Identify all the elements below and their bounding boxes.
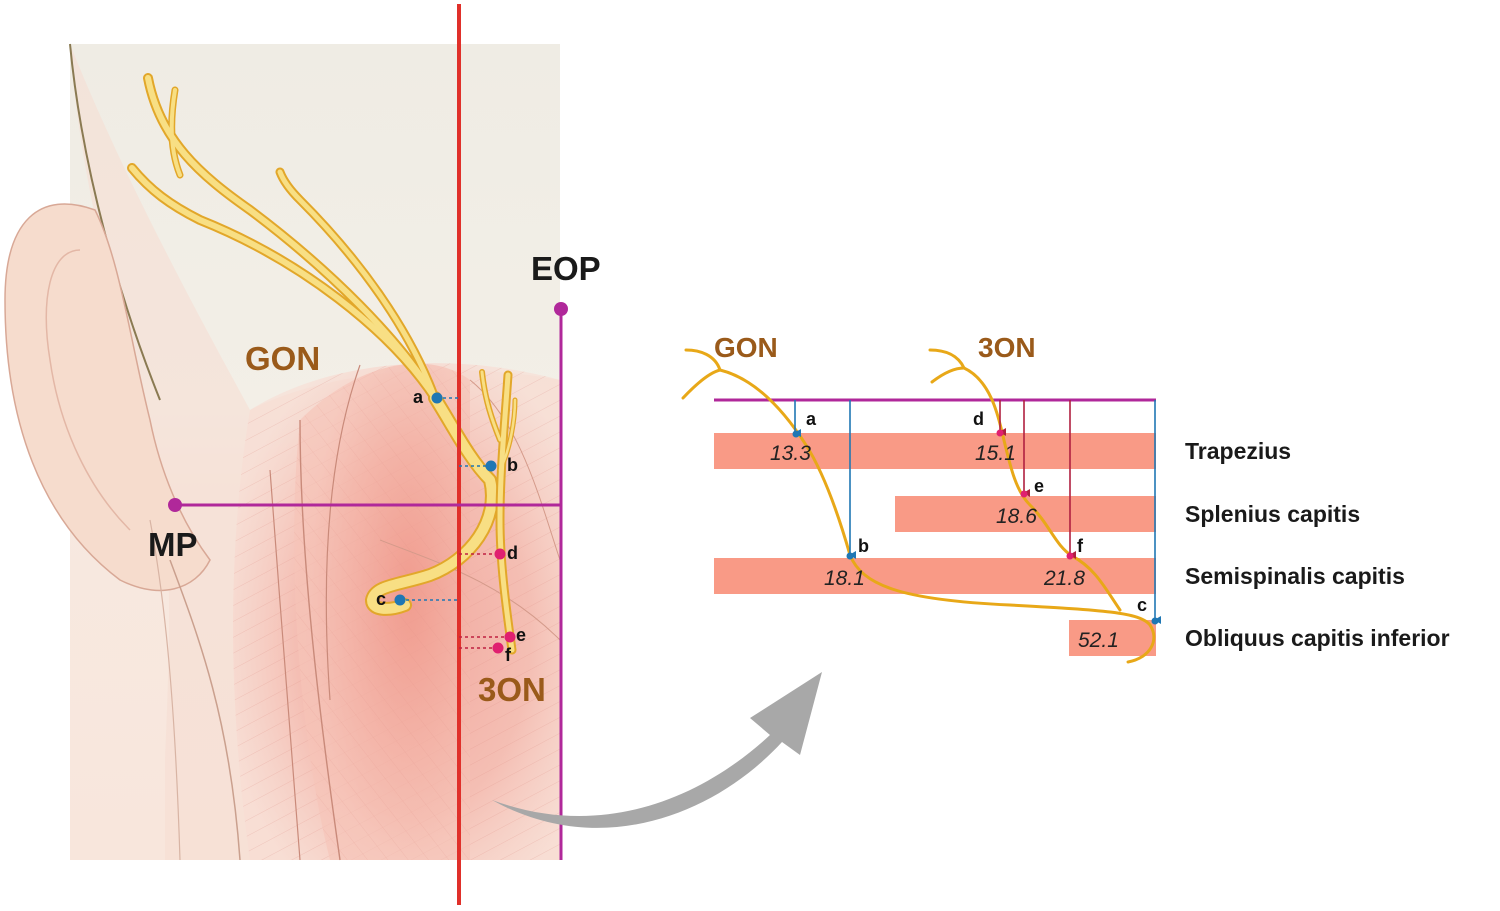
depth-value-e: 18.6 xyxy=(996,505,1037,528)
point-e-label: e xyxy=(516,625,526,645)
right-point-f xyxy=(1066,552,1074,560)
3on-course-right xyxy=(928,348,1122,612)
mp-label: MP xyxy=(148,526,198,563)
muscle-border-5 xyxy=(379,539,561,641)
3on-nerve xyxy=(479,369,518,655)
muscle-name-trapezius: Trapezius xyxy=(1185,438,1291,464)
point-c-marker xyxy=(394,594,406,606)
muscle-name-semispinalis-capitis: Semispinalis capitis xyxy=(1185,563,1405,589)
band-semispinalis-capitis xyxy=(714,558,1156,594)
muscle-border-3 xyxy=(325,364,361,701)
right-label-e: e xyxy=(1034,476,1044,496)
ear xyxy=(4,203,211,592)
right-label-a: a xyxy=(806,409,817,429)
mp-point xyxy=(168,498,182,512)
right-label-c: c xyxy=(1137,595,1147,615)
depth-schematic: a b c d e f 13.3 15.1 18.6 18.1 21.8 52.… xyxy=(681,332,1450,664)
anatomy-illustration xyxy=(4,43,561,861)
right-label-d: d xyxy=(973,409,984,429)
band-obliquus-capitis-inferior xyxy=(1069,620,1156,656)
right-label-f: f xyxy=(1077,536,1084,556)
ear-inner xyxy=(45,249,131,531)
depth-value-a: 13.3 xyxy=(770,442,811,465)
dashed-connectors xyxy=(400,397,510,649)
depth-value-d: 15.1 xyxy=(975,442,1016,465)
depth-value-f: 21.8 xyxy=(1043,567,1085,590)
right-label-b: b xyxy=(858,536,869,556)
right-point-b xyxy=(846,552,854,560)
eop-label: EOP xyxy=(531,250,601,287)
gon-label-left: GON xyxy=(245,340,320,377)
point-d-label: d xyxy=(507,543,518,563)
gon-label-right: GON xyxy=(714,332,778,363)
3on-label-right: 3ON xyxy=(978,332,1036,363)
gon-course-right xyxy=(681,348,1156,664)
point-d-marker xyxy=(494,548,506,560)
point-c-label: c xyxy=(376,589,386,609)
eop-point xyxy=(554,302,568,316)
3on-label-left: 3ON xyxy=(478,671,546,708)
point-a-label: a xyxy=(413,387,424,407)
muscle-name-splenius-capitis: Splenius capitis xyxy=(1185,501,1360,527)
neck-contour-2 xyxy=(149,519,181,861)
right-point-d xyxy=(996,429,1004,437)
neck-contour-1 xyxy=(169,559,241,861)
depth-value-b: 18.1 xyxy=(824,567,865,590)
transition-arrow xyxy=(492,672,822,828)
depth-value-c: 52.1 xyxy=(1078,629,1119,652)
band-trapezius xyxy=(714,433,1156,469)
point-f-label: f xyxy=(505,645,512,665)
point-f-marker xyxy=(492,642,504,654)
muscle-border-1 xyxy=(299,419,341,861)
right-point-c xyxy=(1151,617,1159,625)
point-b-label: b xyxy=(507,455,518,475)
right-point-e xyxy=(1020,490,1028,498)
muscle-name-obliquus-capitis-inferior: Obliquus capitis inferior xyxy=(1185,625,1450,651)
muscle-border-2 xyxy=(269,469,301,861)
point-b-marker xyxy=(485,460,497,472)
right-point-a xyxy=(792,430,800,438)
gon-nerve xyxy=(127,73,499,616)
point-e-marker xyxy=(504,631,516,643)
point-a-marker xyxy=(431,392,443,404)
